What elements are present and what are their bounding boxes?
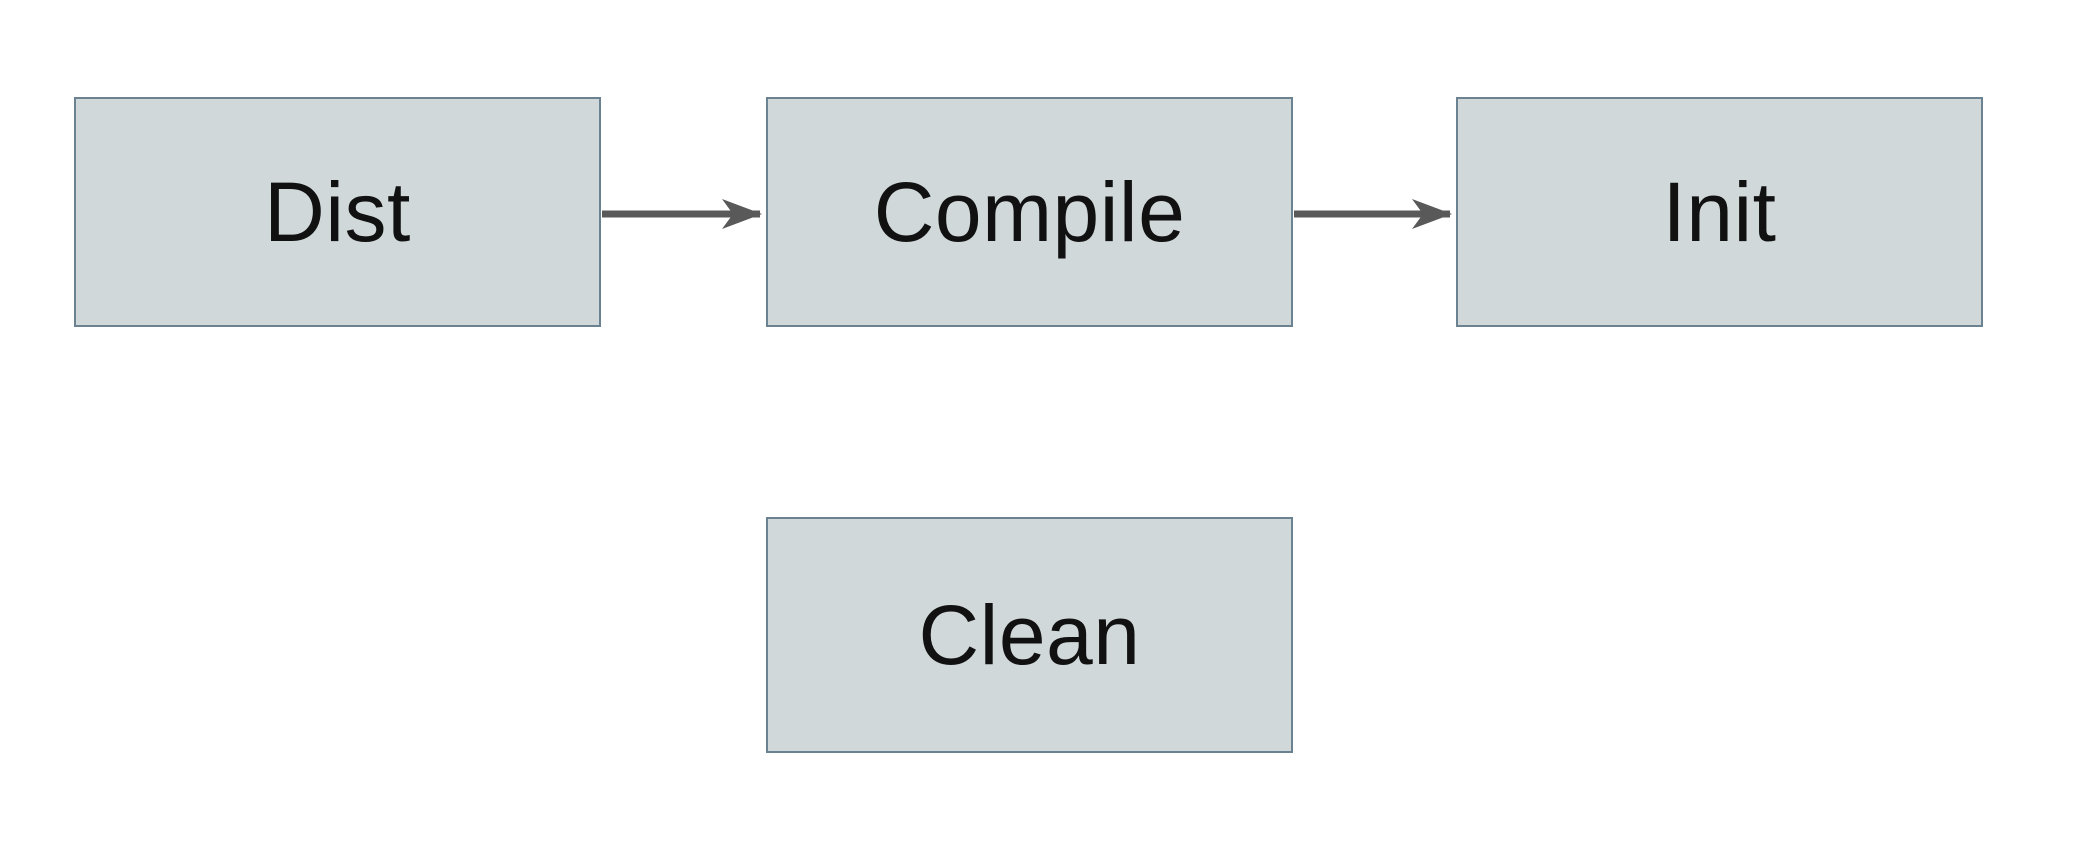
node-clean[interactable]: Clean — [766, 517, 1293, 753]
node-clean-label: Clean — [918, 588, 1141, 682]
node-dist[interactable]: Dist — [74, 97, 601, 327]
node-compile-label: Compile — [873, 165, 1186, 259]
node-init-label: Init — [1662, 165, 1777, 259]
node-dist-label: Dist — [264, 165, 411, 259]
node-compile[interactable]: Compile — [766, 97, 1293, 327]
node-init[interactable]: Init — [1456, 97, 1983, 327]
